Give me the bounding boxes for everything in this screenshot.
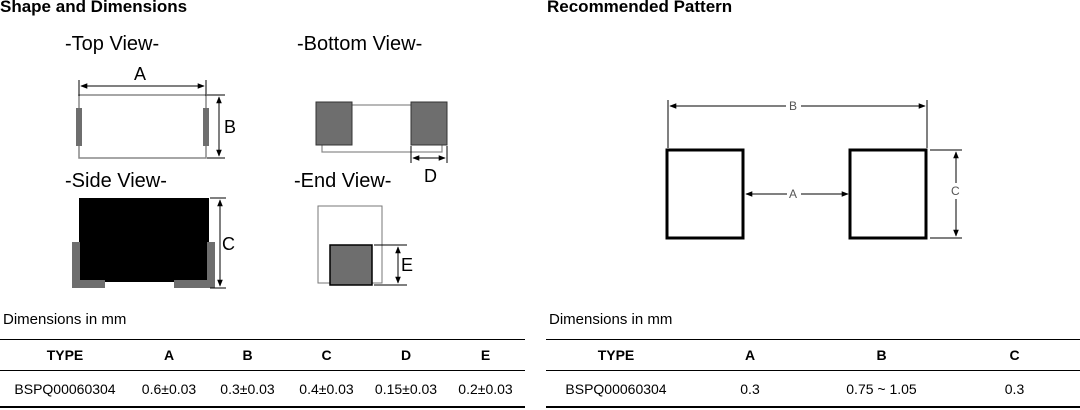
right-table-header-row: TYPE A B C [546,339,1080,371]
side-view-drawing [72,197,226,289]
side-view-label: -Side View- [65,170,167,192]
top-view-drawing [76,80,225,159]
top-view-label: -Top View- [65,33,160,55]
header-a: A [686,339,814,371]
left-dimensions-caption: Dimensions in mm [3,311,127,328]
table-row: BSPQ00060304 0.3 0.75 ~ 1.05 0.3 [546,370,1080,408]
dim-c-label: C [222,234,235,254]
header-a: A [130,339,208,371]
cell-a: 0.6±0.03 [130,370,208,408]
bottom-view-label: -Bottom View- [297,33,423,55]
end-view-drawing [317,205,407,286]
dim-a-label: A [134,64,147,84]
header-type: TYPE [546,339,686,371]
cell-c: 0.3 [949,370,1080,408]
cell-b: 0.75 ~ 1.05 [814,370,949,408]
dim-b-label: B [224,117,237,137]
table-row: BSPQ00060304 0.6±0.03 0.3±0.03 0.4±0.03 … [0,370,525,408]
cell-c: 0.4±0.03 [287,370,366,408]
header-d: D [366,339,446,371]
cell-type: BSPQ00060304 [546,370,686,408]
shape-dimensions-title: Shape and Dimensions [0,0,188,16]
bottom-view-drawing [315,101,448,163]
right-dimensions-caption: Dimensions in mm [549,311,673,328]
pattern-dim-c-label: C [951,184,960,198]
pattern-dim-b-label: B [789,99,798,113]
header-b: B [208,339,287,371]
cell-type: BSPQ00060304 [0,370,130,408]
header-c: C [287,339,366,371]
recommended-pattern-drawing [665,100,962,240]
end-view-label: -End View- [294,170,392,192]
pattern-dim-a-label: A [789,187,798,201]
cell-a: 0.3 [686,370,814,408]
dim-d-label: D [424,166,437,186]
recommended-pattern-title: Recommended Pattern [547,0,733,16]
header-type: TYPE [0,339,130,371]
cell-b: 0.3±0.03 [208,370,287,408]
header-e: E [446,339,525,371]
left-dimensions-table: TYPE A B C D E BSPQ00060304 0.6±0.03 0.3… [0,339,525,408]
cell-e: 0.2±0.03 [446,370,525,408]
left-table-header-row: TYPE A B C D E [0,339,525,371]
header-b: B [814,339,949,371]
cell-d: 0.15±0.03 [366,370,446,408]
dim-e-label: E [401,255,414,275]
right-dimensions-table: TYPE A B C BSPQ00060304 0.3 0.75 ~ 1.05 … [546,339,1080,408]
header-c: C [949,339,1080,371]
